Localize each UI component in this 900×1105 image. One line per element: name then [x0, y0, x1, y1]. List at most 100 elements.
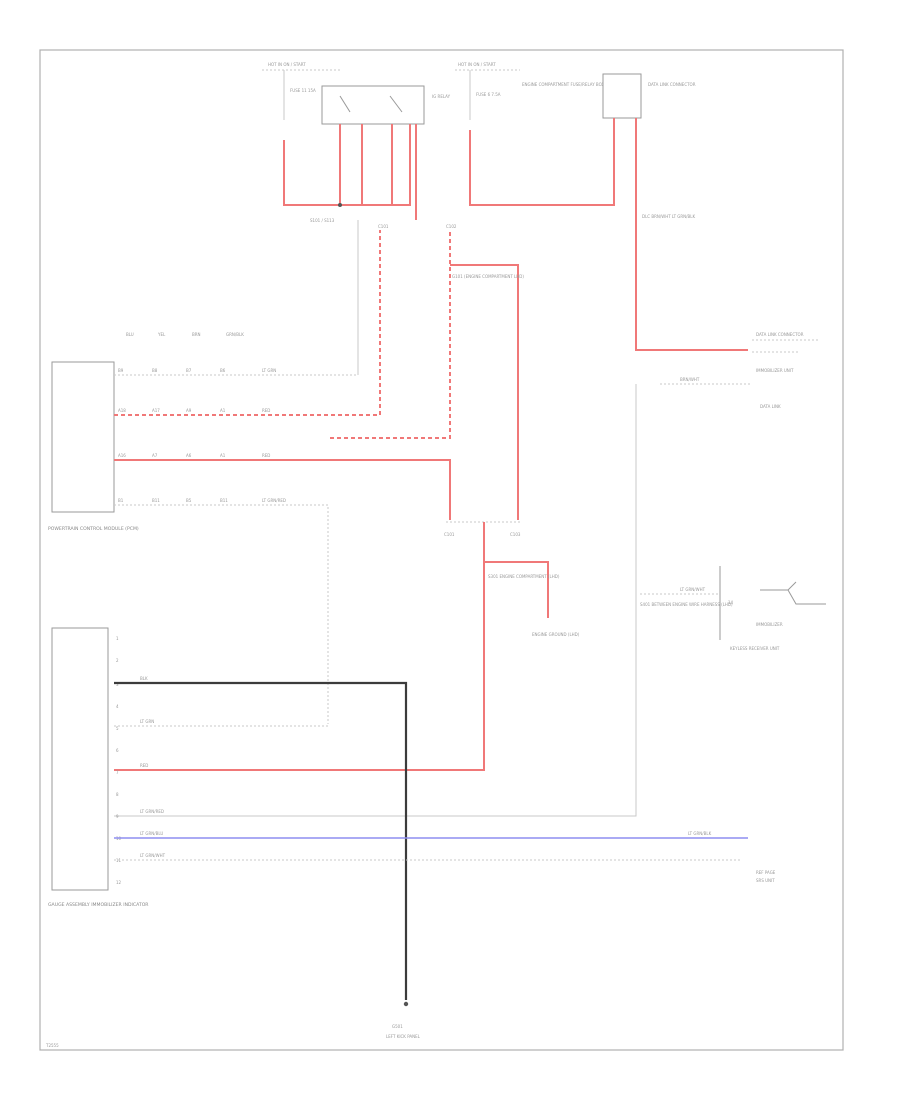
ground-terminal	[403, 1001, 409, 1007]
dlc-wire-label: DLC BRN/WHT LT GRN/BLK	[642, 214, 695, 219]
ig-relay-label: IG RELAY	[432, 94, 451, 99]
sensor-switch-icon	[760, 581, 826, 605]
relay-switch	[339, 95, 351, 113]
dlc-wire-b	[635, 118, 748, 351]
gauge-pin9-wire-label: LT GRN/RED	[140, 809, 164, 814]
mid-splice-br: C103	[510, 532, 521, 537]
dlc-connector-label: DATA LINK CONNECTOR	[648, 82, 696, 87]
ref-page-sub: SRS UNIT	[756, 878, 775, 883]
pin-c102-label: C102	[446, 224, 457, 229]
pin-b1: B1	[118, 498, 124, 503]
gauge-pins: 1 2 3 4 5 6 7 8 9 10 11 12	[116, 636, 122, 885]
pcm-row2-pins: A16 A7 A6 A1	[118, 453, 226, 458]
gauge-module-label: GAUGE ASSEMBLY IMMOBILIZER INDICATOR	[48, 902, 149, 908]
immob-unit-label: IMMOBILIZER UNIT	[756, 368, 794, 373]
pcm-row3-wire	[114, 504, 329, 724]
gauge-pin10-wire-label: LT GRN/BLU	[140, 831, 163, 836]
gauge-pin-4: 4	[116, 704, 119, 709]
pin-b8: B8	[152, 368, 158, 373]
pin-b7: B7	[186, 368, 192, 373]
pin-b11: B11	[152, 498, 160, 503]
fuse6-label: FUSE 6 7.5A	[476, 92, 501, 97]
pin-a7: A7	[152, 453, 158, 458]
fuse11-label: FUSE 11 15A	[290, 88, 316, 93]
diagram-frame	[39, 49, 844, 1051]
splice-s401-label: S401 BETWEEN ENGINE WIRE HARNESS (LHD)	[640, 602, 733, 607]
pcm-row2-wire	[114, 459, 451, 520]
data-link-label: DATA LINK	[760, 404, 781, 409]
mid-splice-below-label: S301 ENGINE COMPARTMENT (LHD)	[488, 574, 560, 579]
gauge-pin5-wire-label: LT GRN	[140, 719, 154, 724]
hot-bus-left-label: HOT IN ON / START	[268, 62, 306, 67]
pcm-red-mid-wire	[330, 230, 451, 439]
pin-a1: A1	[220, 408, 226, 413]
fuse6-red-loop	[469, 130, 615, 206]
splice-s101-label: S101 / S113	[310, 218, 335, 223]
gauge-pin-1: 1	[116, 636, 119, 641]
ground-desc: LEFT KICK PANEL	[386, 1034, 421, 1039]
pcm-column-labels: BLU YEL BRN GRN/BLK	[126, 332, 244, 337]
pcm-row1-wire	[114, 230, 381, 416]
gauge-pin-12: 12	[116, 880, 122, 885]
pin-a9: A9	[186, 408, 192, 413]
pin-a17: A17	[152, 408, 160, 413]
sensor-pin1: 14	[728, 600, 734, 605]
pin-a16: A16	[118, 453, 126, 458]
ground-branch-wire	[484, 561, 549, 618]
pin-b9: B9	[118, 368, 124, 373]
sensor-box-label: IMMOBILIZER	[756, 622, 783, 627]
sensor-unit-label: KEYLESS RECEIVER UNIT	[730, 646, 780, 651]
pcm-box	[51, 361, 115, 513]
frame-label: T2555	[45, 1043, 59, 1048]
sensor-wire-label: LT GRN/WHT	[680, 587, 706, 592]
dlc-wire-right-label: LT GRN/BLK	[688, 831, 712, 836]
pin-a18: A18	[118, 408, 126, 413]
pin-c101-label: C101	[378, 224, 389, 229]
pin-a1b: A1	[220, 453, 226, 458]
dlc-desc: DATA LINK CONNECTOR	[756, 332, 804, 337]
relay-wire-loop	[283, 124, 411, 206]
splice-s101	[338, 203, 342, 207]
gauge-pin-9: 9	[116, 814, 119, 819]
col-label-2: YEL	[157, 332, 166, 337]
ground-wire	[114, 681, 408, 1000]
immob-down-wire	[114, 384, 637, 817]
dlc-box	[602, 73, 642, 119]
ref-page-label: REF PAGE	[756, 870, 776, 875]
pcm-row-top-pins: B9 B8 B7 B6	[118, 368, 226, 373]
pcm-row1-wire-label: RED	[262, 408, 270, 413]
pcm-row2-wire-label: RED	[262, 453, 270, 458]
hot-bus-mid-label: HOT IN ON / START	[458, 62, 496, 67]
ground-wire-label: BLK	[140, 676, 148, 681]
mid-splice-down-wire	[114, 522, 485, 771]
gauge-pin7-wire-label: RED	[140, 763, 148, 768]
immob-wire-label: BRN/WHT	[680, 377, 700, 382]
col-label-3: BRN	[192, 332, 201, 337]
top-mid-desc: ENGINE COMPARTMENT FUSE/RELAY BOX (LHD E…	[522, 82, 634, 87]
gauge-pin-5: 5	[116, 726, 119, 731]
pin-b5: B5	[186, 498, 192, 503]
ground-id: G501	[392, 1024, 403, 1029]
pin-b6: B6	[220, 368, 226, 373]
pcm-row1-pins: A18 A17 A9 A1	[118, 408, 226, 413]
pcm-row3-wire-label: LT GRN/RED	[262, 498, 286, 503]
mid-splice-red-right	[450, 264, 519, 520]
gauge-pin11-wire-label: LT GRN/WHT	[140, 853, 166, 858]
relay-coil	[389, 95, 403, 113]
pin-b11b: B11	[220, 498, 228, 503]
pcm-label: POWERTRAIN CONTROL MODULE (PCM)	[48, 526, 139, 532]
gauge-pin-8: 8	[116, 792, 119, 797]
pcm-row3-pins: B1 B11 B5 B11	[118, 498, 228, 503]
pin-a6: A6	[186, 453, 192, 458]
gauge-module-box	[51, 627, 109, 891]
engine-ground-label: ENGINE GROUND (LHD)	[532, 632, 580, 637]
col-label-1: BLU	[126, 332, 134, 337]
mid-splice-bl: C101	[444, 532, 455, 537]
mid-splice-top-label: G101 (ENGINE COMPARTMENT LHD)	[452, 274, 524, 279]
col-label-4: GRN/BLK	[226, 332, 244, 337]
gauge-pin-7: 7	[116, 770, 119, 775]
gauge-pin-3: 3	[116, 682, 119, 687]
gauge-pin-2: 2	[116, 658, 119, 663]
